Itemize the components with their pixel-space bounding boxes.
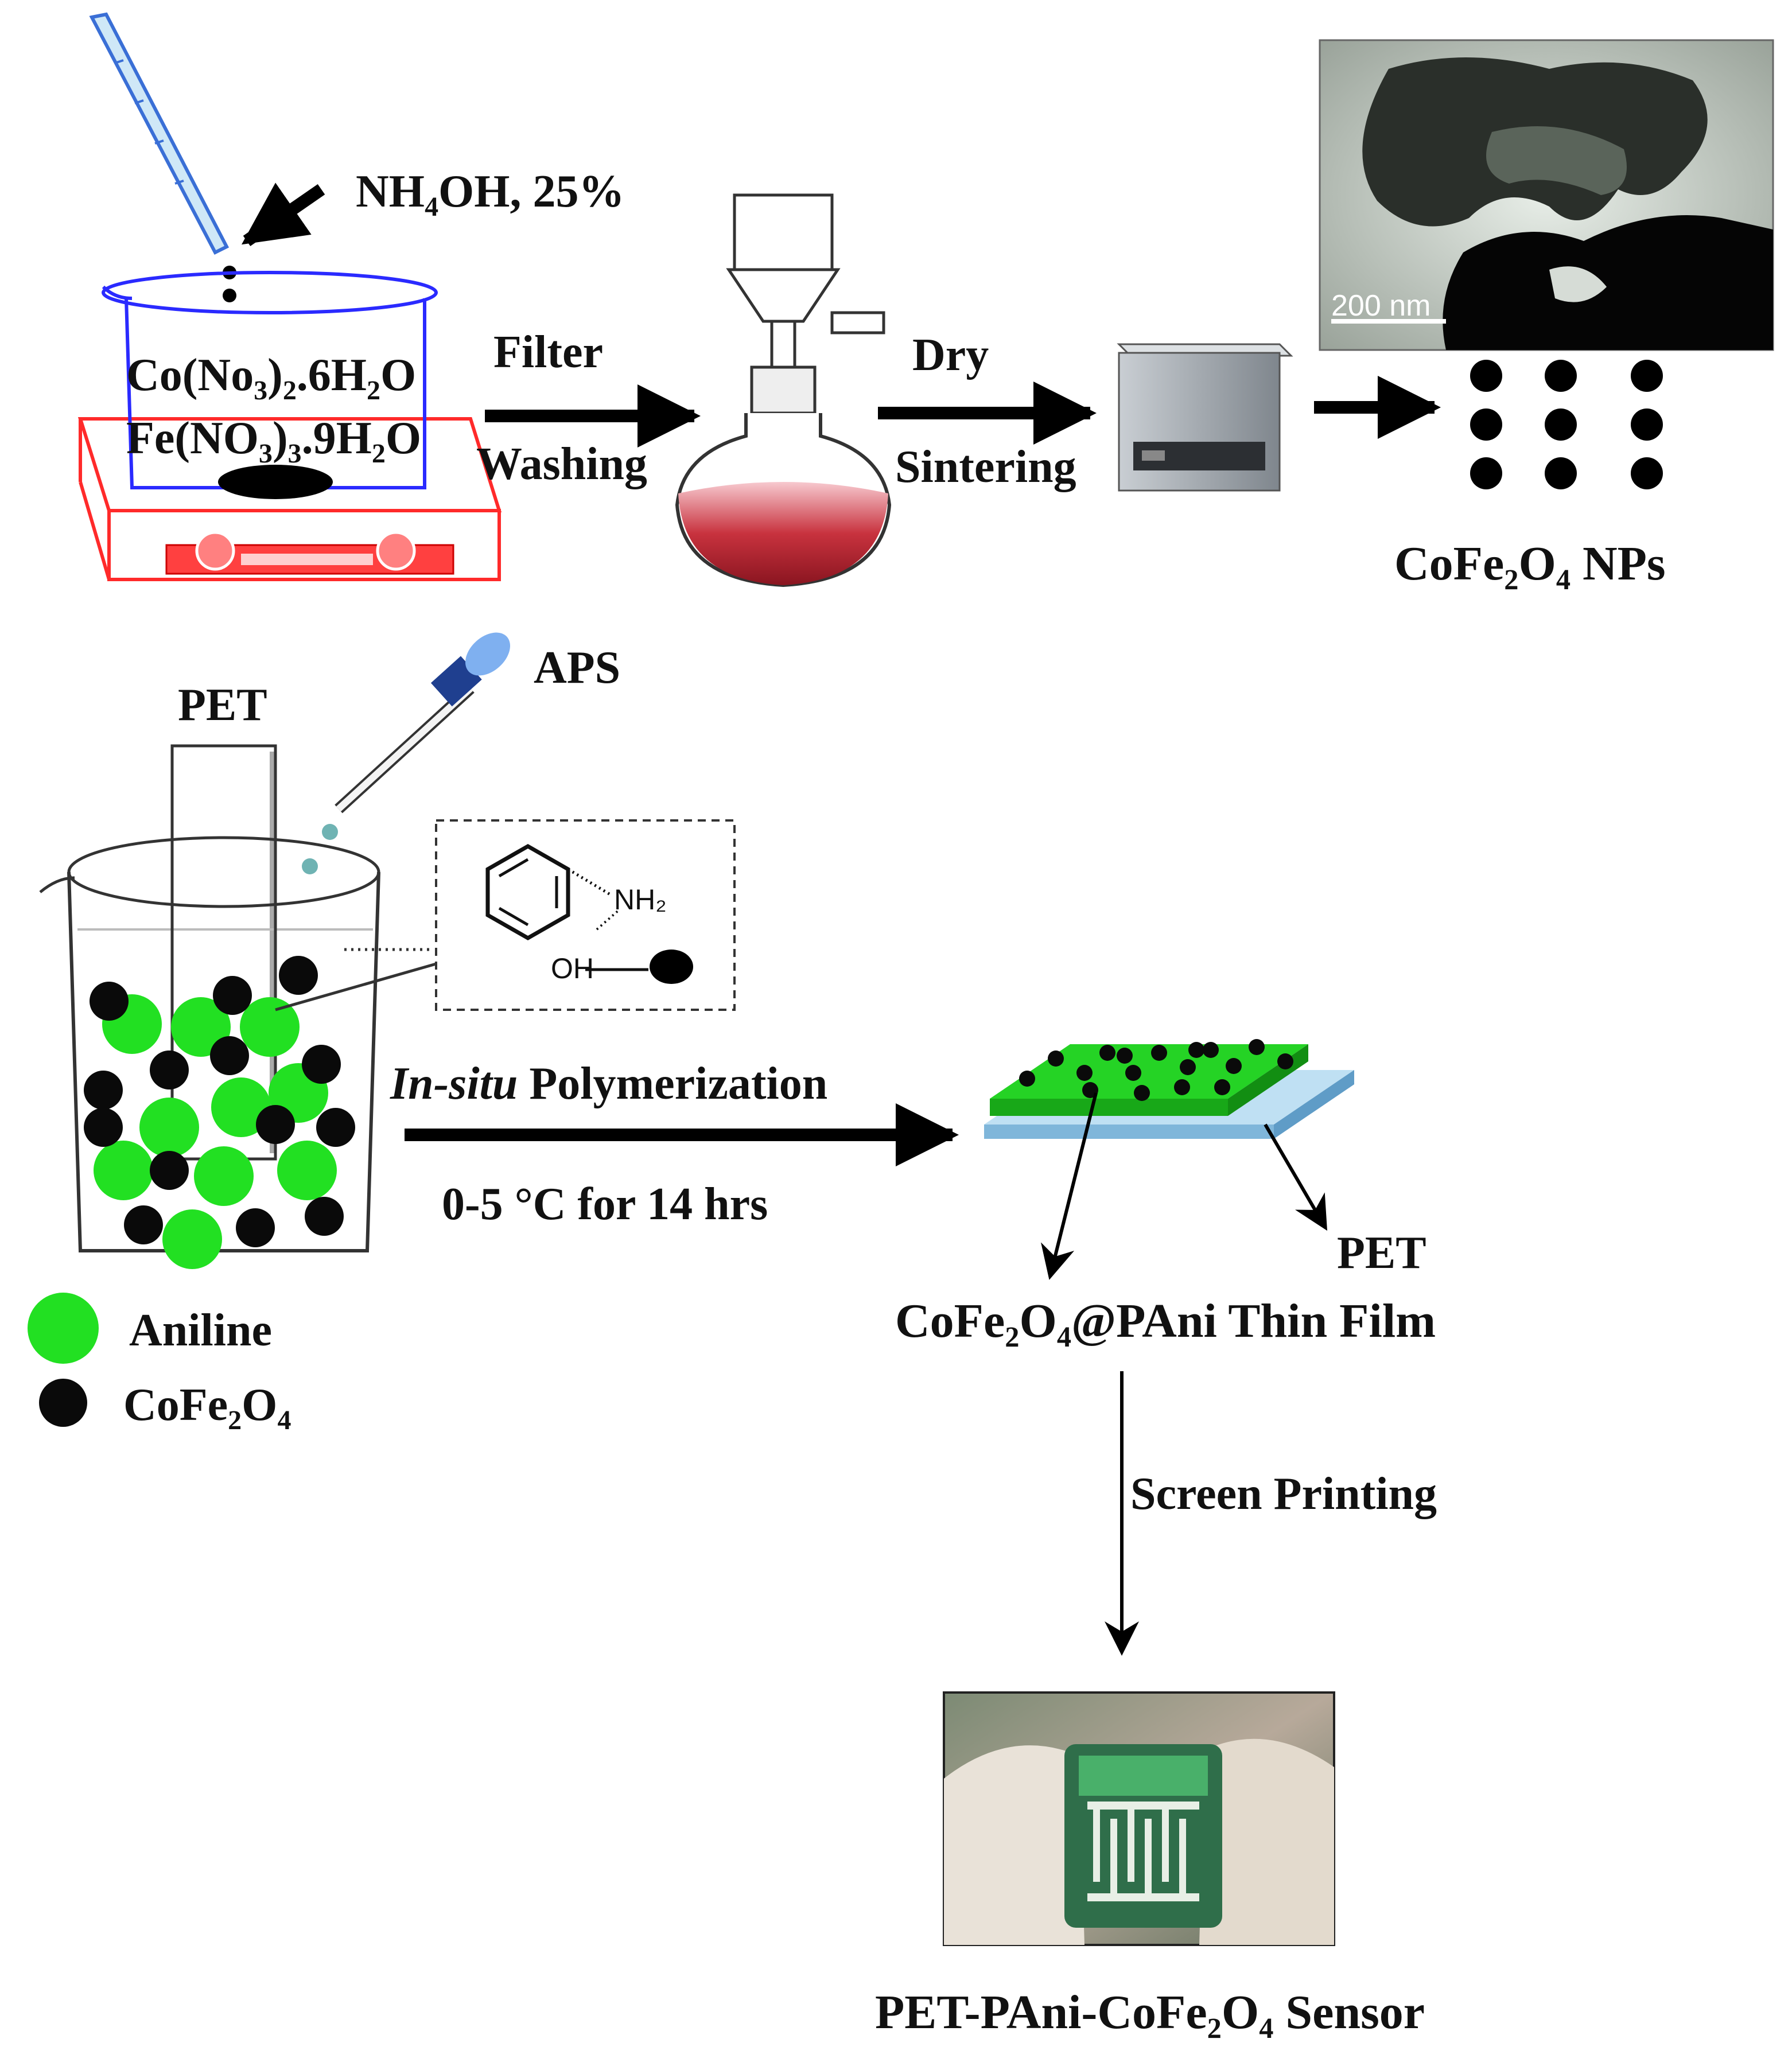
film-nanoparticle: [1151, 1045, 1167, 1061]
cofe2o4-particle: [316, 1108, 355, 1147]
film-nanoparticle: [1076, 1065, 1093, 1081]
stir-bar: [218, 465, 333, 499]
cofe2o4-particle: [236, 1208, 275, 1247]
film-nanoparticle: [1277, 1053, 1293, 1069]
film-nanoparticle: [1226, 1058, 1242, 1074]
aniline-particle: [139, 1098, 199, 1157]
film-nanoparticle: [1099, 1045, 1115, 1061]
legend-cofe2o4-swatch: [39, 1379, 87, 1427]
nanoparticle-grid: [1470, 360, 1663, 489]
film-nanoparticle: [1117, 1048, 1133, 1064]
furnace-icon: [1117, 343, 1293, 492]
cofe2o4-particle: [150, 1151, 189, 1190]
filter-flask-icon: [675, 193, 892, 587]
aniline-particle: [162, 1209, 222, 1269]
nh4oh-arrow: [241, 182, 325, 247]
film-nanoparticle: [1019, 1071, 1035, 1087]
sensor-photo: [943, 1691, 1335, 1946]
cofe2o4-particle: [279, 956, 318, 995]
sintering-label: Sintering: [895, 442, 1076, 492]
nh2-label: NH₂: [614, 884, 667, 916]
film-nanoparticle: [1249, 1039, 1265, 1055]
aps-label: APS: [534, 643, 620, 693]
thin-film-label: CoFe₂O₄@PAni Thin Film: [895, 1294, 1436, 1348]
dry-label: Dry: [912, 330, 989, 380]
film-nanoparticle: [1203, 1042, 1219, 1058]
tem-image: 200 nm: [1319, 39, 1774, 351]
legend: Aniline CoFe₂O₄: [28, 1293, 291, 1430]
aniline-particle: [94, 1141, 153, 1200]
nps-label: CoFe₂O₄ NPs: [1394, 537, 1666, 590]
cofe2o4-particle: [302, 1045, 341, 1084]
droplet: [223, 289, 236, 302]
legend-cofe2o4-label: CoFe₂O₄: [123, 1380, 291, 1430]
cofe2o4-particle: [210, 1036, 249, 1075]
cofe2o4-particle: [305, 1197, 344, 1236]
reaction-beaker: [102, 271, 438, 499]
precursor-cobalt-label: Co(No₃)₂.6H₂O: [126, 350, 416, 400]
film-nanoparticle: [1180, 1059, 1196, 1075]
pet-film-label: PET: [1337, 1228, 1426, 1278]
film-nanoparticle: [1134, 1085, 1150, 1101]
insitu-italic: In-situ: [390, 1059, 518, 1109]
aniline-particle: [194, 1146, 254, 1206]
cofe2o4-particle: [213, 976, 252, 1015]
pipette-icon: [89, 12, 230, 255]
film-nanoparticle: [1214, 1079, 1230, 1095]
cofe2o4-particle: [84, 1071, 123, 1110]
pet-substrate-label: PET: [178, 680, 267, 730]
film-nanoparticle: [1174, 1079, 1190, 1095]
aniline-structure-inset: NH₂ OH: [435, 819, 736, 1011]
aniline-particle: [240, 997, 300, 1057]
thin-film-icon: [984, 1044, 1354, 1139]
film-nanoparticles: [1019, 1039, 1293, 1101]
cofe2o4-particle: [84, 1108, 123, 1147]
oh-label: OH: [551, 952, 594, 985]
film-nanoparticle: [1188, 1042, 1204, 1058]
filter-label: Filter: [493, 327, 603, 378]
screen-printing-label: Screen Printing: [1130, 1469, 1437, 1519]
sensor-label: PET-PAni-CoFe₂O₄ Sensor: [875, 1986, 1425, 2039]
precursor-iron-label: Fe(NO₃)₃.9H₂O: [126, 413, 421, 464]
film-nanoparticle: [1125, 1065, 1141, 1081]
cofe2o4-particle: [124, 1205, 163, 1244]
washing-label: Washing: [476, 439, 647, 489]
film-pet-arrow: [1264, 1123, 1328, 1231]
interdigitated-electrode: [1087, 1802, 1199, 1901]
dropper-icon: [302, 632, 511, 874]
polymerization-label: In-situ Polymerization: [390, 1059, 827, 1109]
cofe2o4-particle: [90, 982, 129, 1021]
tem-scale-label: 200 nm: [1331, 289, 1431, 322]
nh4oh-label: NH₄OH, 25%: [356, 166, 624, 217]
hotplate-icon: [77, 417, 502, 581]
film-coating-arrow: [1040, 1092, 1098, 1280]
aniline-particle: [277, 1141, 337, 1200]
cofe2o4-particle: [256, 1105, 295, 1144]
legend-aniline-label: Aniline: [129, 1305, 272, 1356]
conditions-label: 0-5 °C for 14 hrs: [442, 1179, 768, 1230]
cofe2o4-particle: [150, 1050, 189, 1090]
beaker-particles: [84, 956, 355, 1269]
film-nanoparticle: [1048, 1050, 1064, 1067]
aniline-particle: [211, 1077, 271, 1137]
inset-leader-line: [275, 962, 437, 1011]
polymerization-word: Polymerization: [518, 1059, 827, 1109]
legend-aniline-swatch: [28, 1293, 99, 1364]
